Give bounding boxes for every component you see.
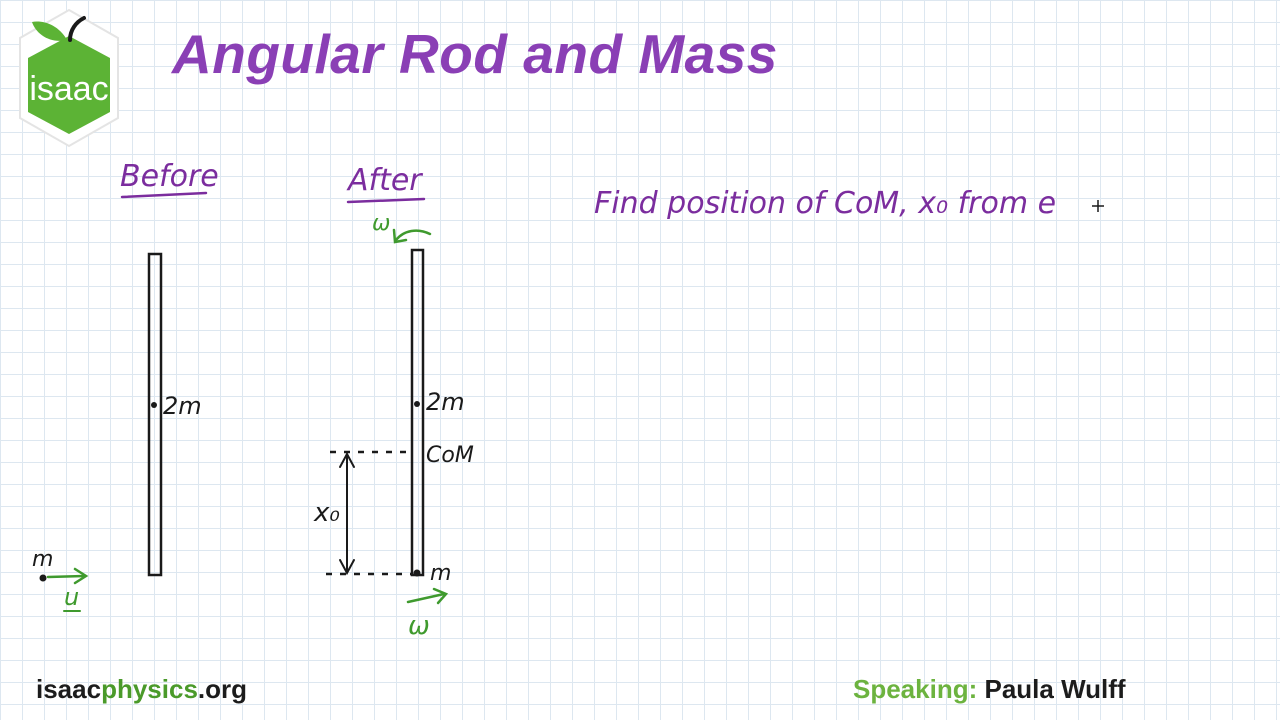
small-mass-before-dot (39, 574, 47, 582)
velocity-arrow-shaft (46, 574, 86, 579)
before-underline (120, 191, 208, 199)
footer-speaker: Speaking: Paula Wulff (853, 674, 1126, 705)
stem-icon (68, 16, 86, 42)
leaf-icon (32, 21, 67, 41)
page-title: Angular Rod and Mass (172, 23, 778, 85)
omega-bottom-arrow-shaft (406, 592, 446, 604)
footer-site-suffix: .org (197, 674, 248, 704)
footer-site: isaacphysics.org (36, 674, 247, 705)
velocity-arrow-icon (73, 567, 89, 585)
rod-before (147, 252, 163, 577)
after-underline (346, 197, 426, 204)
velocity-label: u (64, 583, 79, 611)
before-label: Before (120, 159, 219, 194)
pen-cursor-icon (1092, 200, 1104, 212)
rotation-arrow-top-head-icon (392, 228, 408, 244)
footer-site-prefix: isaac (36, 674, 102, 704)
footer-site-middle: physics (101, 674, 198, 704)
com-label: CoM (426, 443, 474, 468)
rotation-arrow-top (394, 229, 432, 242)
x0-arrow-down-icon (339, 559, 355, 576)
isaac-logo: isaac (19, 8, 119, 148)
omega-bottom-arrow-icon (432, 587, 449, 605)
small-mass-after-label: m (430, 561, 451, 586)
rod-after (410, 248, 425, 577)
small-mass-before-label: m (32, 547, 53, 572)
after-label: After (346, 163, 423, 198)
mass-2m-before-label: 2m (163, 392, 202, 420)
omega-top-label: ω (372, 211, 390, 236)
dot-2m-after (414, 401, 420, 407)
dot-2m-before (151, 402, 157, 408)
logo-text: isaac (29, 70, 108, 108)
x0-label: x₀ (313, 498, 340, 528)
speaking-label: Speaking: (853, 674, 978, 704)
speaker-name: Paula Wulff (984, 674, 1126, 704)
omega-bottom-label: ω (408, 611, 430, 641)
note-line-1: Find position of CoM, x₀ from e (594, 186, 1056, 221)
logo-hexagon (28, 36, 110, 134)
mass-2m-after-label: 2m (426, 388, 465, 416)
small-mass-after-dot (413, 569, 421, 577)
x0-arrow-up-icon (339, 451, 355, 468)
